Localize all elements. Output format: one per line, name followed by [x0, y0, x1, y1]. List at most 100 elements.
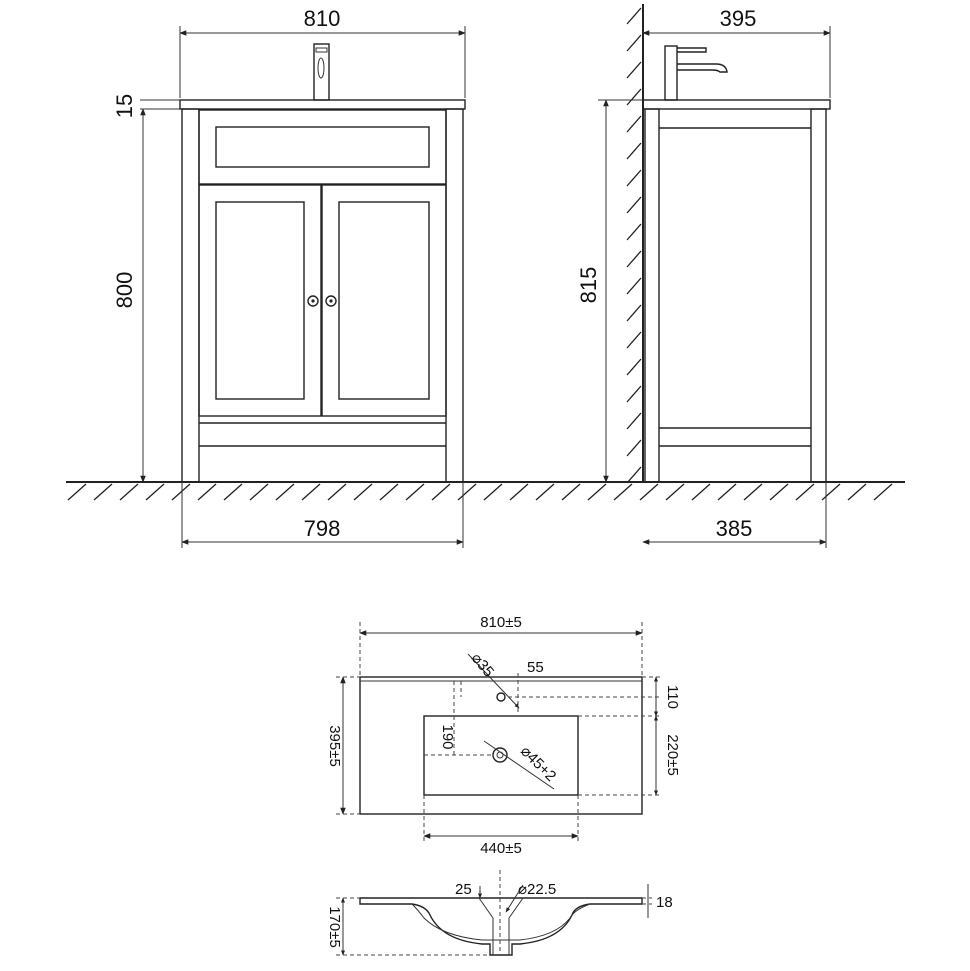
basin-width-label: 810±5: [480, 614, 522, 631]
floor-hatch-stroke: [561, 483, 581, 501]
floor-hatch-stroke: [275, 483, 295, 501]
dim-side-top-depth: 395: [642, 6, 831, 98]
dim-front-overall-width: 810: [179, 6, 466, 98]
wall-hatch-stroke: [626, 358, 642, 376]
basin-section-outline: [359, 897, 643, 956]
wall: [626, 4, 644, 484]
front-right-door-panel: [338, 201, 430, 400]
wall-hatch-stroke: [626, 385, 642, 403]
front-base-width-label: 798: [304, 516, 341, 541]
floor-hatch-stroke: [171, 483, 191, 501]
front-width-label: 810: [304, 6, 341, 31]
front-left-leg: [181, 108, 200, 483]
wall-hatch-stroke: [626, 277, 642, 295]
basin-outline: [359, 676, 643, 815]
overflow-diameter-label: ⌀22.5: [518, 881, 556, 898]
floor-hatch-stroke: [873, 483, 893, 501]
side-back-leg: [644, 108, 660, 483]
wall-hatch-stroke: [626, 250, 642, 268]
dim-front-top-thickness: 15: [112, 94, 180, 118]
basin-plan-view: 810±5 395±5 ⌀35 55 110 220±5 190 ⌀45+2 4…: [326, 614, 681, 857]
floor-hatch-stroke: [483, 483, 503, 501]
floor-line: [66, 481, 905, 501]
side-height-label: 815: [576, 267, 601, 304]
front-drawer-panel: [215, 126, 430, 168]
floor-hatch-stroke: [301, 483, 321, 501]
front-left-door-panel: [215, 201, 305, 400]
floor-hatch-stroke: [691, 483, 711, 501]
wall-hatch-stroke: [626, 331, 642, 349]
floor-hatch-stroke: [587, 483, 607, 501]
front-faucet: [313, 43, 330, 101]
floor-hatch-stroke: [639, 483, 659, 501]
floor-hatch-stroke: [457, 483, 477, 501]
floor-hatch-stroke: [249, 483, 269, 501]
drain-offset-label: 190: [439, 724, 456, 749]
floor-hatch-stroke: [717, 483, 737, 501]
floor-hatch-stroke: [509, 483, 529, 501]
floor-hatch-stroke: [665, 483, 685, 501]
section-height-label: 170±5: [326, 906, 343, 948]
side-top-depth-label: 395: [720, 6, 757, 31]
side-countertop: [642, 99, 831, 110]
wall-hatching: [626, 7, 642, 484]
tap-hole-offset-label: 55: [527, 659, 544, 676]
floor-hatch-stroke: [327, 483, 347, 501]
wall-hatch-stroke: [626, 412, 642, 430]
wall-hatch-stroke: [626, 61, 642, 79]
door-knob-right: [325, 295, 337, 307]
wall-hatch-stroke: [626, 439, 642, 457]
side-view: 395 815 385: [576, 6, 831, 548]
front-height-label: 800: [112, 272, 137, 309]
floor-hatch-stroke: [535, 483, 555, 501]
floor-hatch-stroke: [847, 483, 867, 501]
wall-hatch-stroke: [626, 142, 642, 160]
front-left-door: [198, 184, 322, 417]
floor-hatch-stroke: [223, 483, 243, 501]
bowl-depth-label: 220±5: [664, 734, 681, 776]
floor-hatch-stroke: [431, 483, 451, 501]
wall-hatch-stroke: [626, 466, 642, 484]
drain-hole: [483, 740, 555, 790]
front-drawer: [198, 109, 447, 185]
floor-hatching: [67, 483, 893, 501]
wall-hatch-stroke: [626, 115, 642, 133]
front-right-leg: [445, 108, 464, 483]
tap-hole: [467, 653, 520, 709]
wall-hatch-stroke: [626, 88, 642, 106]
basin-section-view: 170±5 25 ⌀22.5 18: [326, 870, 673, 956]
wall-hatch-stroke: [626, 34, 642, 52]
floor-hatch-stroke: [119, 483, 139, 501]
front-right-door: [321, 184, 447, 417]
floor-hatch-stroke: [769, 483, 789, 501]
rim-thickness-label: 18: [656, 894, 673, 911]
side-front-leg: [810, 108, 827, 483]
bowl-width-label: 440±5: [480, 840, 522, 857]
back-margin-label: 110: [664, 685, 681, 709]
door-knob-left: [307, 295, 319, 307]
side-base-depth-label: 385: [716, 516, 753, 541]
floor-hatch-stroke: [405, 483, 425, 501]
front-view: 810 15 800 798: [112, 6, 466, 548]
floor-hatch-stroke: [613, 483, 633, 501]
wall-hatch-stroke: [626, 169, 642, 187]
front-countertop: [179, 99, 466, 110]
floor-hatch-stroke: [145, 483, 165, 501]
dim-side-total-height: 815: [576, 99, 643, 483]
dim-side-base-depth: 385: [642, 482, 827, 548]
tap-hole-diameter-label: ⌀35: [468, 650, 498, 681]
floor-hatch-stroke: [743, 483, 763, 501]
floor-hatch-stroke: [67, 483, 87, 501]
drain-depth-label: 25: [455, 881, 472, 898]
front-top-thickness-label: 15: [112, 94, 137, 118]
basin-depth-label: 395±5: [326, 725, 343, 767]
wall-hatch-stroke: [626, 7, 642, 25]
floor-hatch-stroke: [197, 483, 217, 501]
floor-hatch-stroke: [795, 483, 815, 501]
floor-hatch-stroke: [379, 483, 399, 501]
side-faucet: [664, 45, 728, 101]
floor-hatch-stroke: [353, 483, 373, 501]
wall-hatch-stroke: [626, 223, 642, 241]
floor-hatch-stroke: [93, 483, 113, 501]
dim-front-cabinet-height: 800: [112, 108, 146, 483]
